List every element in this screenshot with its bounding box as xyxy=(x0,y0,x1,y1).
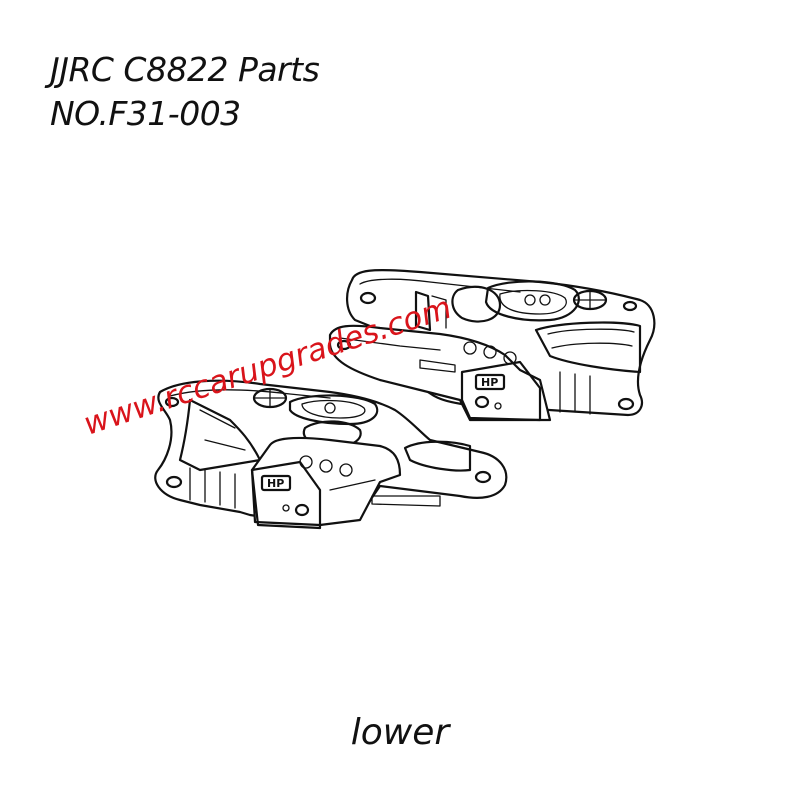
hp-logo-rear: HP xyxy=(481,376,498,389)
rear-arm-front-section: HP xyxy=(328,324,552,422)
product-title: JJRC C8822 Parts xyxy=(50,50,320,89)
title-block: JJRC C8822 Parts NO.F31-003 xyxy=(50,48,320,136)
hp-logo-front: HP xyxy=(267,477,284,490)
part-number: NO.F31-003 xyxy=(50,94,241,133)
part-caption: lower xyxy=(350,712,450,753)
front-arm-inner-section: HP xyxy=(250,436,441,530)
